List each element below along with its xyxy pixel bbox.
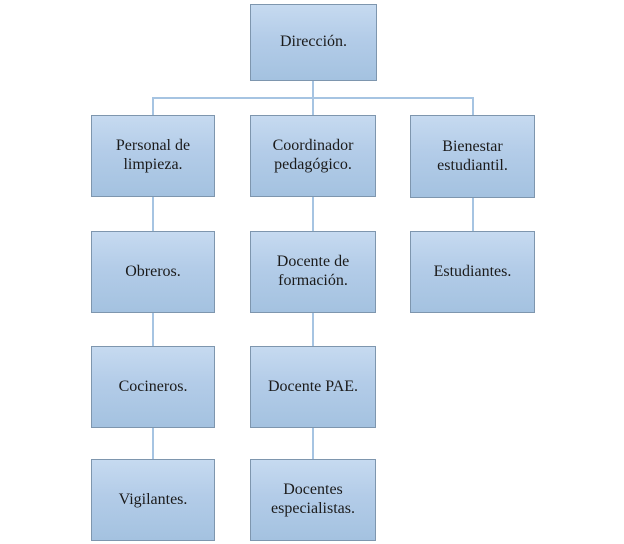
connector-personal-obreros (152, 197, 154, 231)
connector-obreros-cocineros (152, 313, 154, 346)
connector-formacion-pae (312, 313, 314, 346)
node-docente-pae: Docente PAE. (250, 346, 376, 428)
connector-coordinador-formacion (312, 197, 314, 231)
node-direccion: Dirección. (250, 4, 377, 81)
node-estudiantes: Estudiantes. (410, 231, 535, 313)
node-obreros: Obreros. (91, 231, 215, 313)
connector-drop-right (472, 97, 474, 115)
connector-direccion-trunk (312, 81, 314, 98)
connector-bienestar-estudiantes (472, 198, 474, 231)
connector-pae-especialistas (312, 428, 314, 459)
node-vigilantes: Vigilantes. (91, 459, 215, 541)
node-personal-limpieza: Personal de limpieza. (91, 115, 215, 197)
connector-drop-left (152, 97, 154, 115)
node-docentes-especialistas: Docentes especialistas. (250, 459, 376, 541)
node-cocineros: Cocineros. (91, 346, 215, 428)
node-docente-formacion: Docente de formación. (250, 231, 376, 313)
connector-cocineros-vigilantes (152, 428, 154, 459)
connector-drop-middle (312, 97, 314, 115)
node-bienestar-estudiantil: Bienestar estudiantil. (410, 115, 535, 198)
node-coordinador-pedagogico: Coordinador pedagógico. (250, 115, 376, 197)
